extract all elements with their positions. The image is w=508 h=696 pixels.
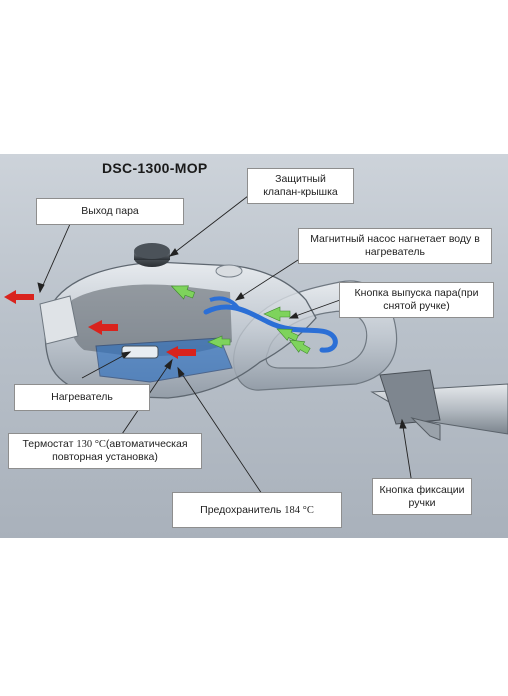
steam-nozzle xyxy=(39,295,79,345)
label-magnetic-pump: Магнитный насос нагнетает воду в нагрева… xyxy=(298,228,492,264)
water-arrow-4 xyxy=(288,339,311,355)
water-arrow-3 xyxy=(276,328,299,342)
label-heater: Нагреватель xyxy=(14,384,150,411)
heater-element xyxy=(121,345,159,359)
steam-mop-illustration xyxy=(4,195,508,495)
diagram-panel xyxy=(0,154,508,538)
label-safety-valve-cap: Защитный клапан-крышка xyxy=(247,168,354,204)
label-steam-outlet: Выход пара xyxy=(36,198,184,225)
model-title: DSC-1300-MOP xyxy=(102,160,208,176)
water-arrow-5 xyxy=(207,335,231,349)
pole-collar xyxy=(379,369,441,425)
label-fuse: Предохранитель 184 °С xyxy=(172,492,342,528)
label-steam-release-button: Кнопка выпуска пара(при снятой ручке) xyxy=(339,282,494,318)
steam-out-arrow xyxy=(4,290,34,304)
pump-cap xyxy=(215,264,243,278)
hot-flow-arrow-1 xyxy=(88,320,118,335)
hot-flow-arrow-2 xyxy=(166,346,196,359)
label-handle-lock-button: Кнопка фиксации ручки xyxy=(372,478,472,515)
water-arrow-2 xyxy=(263,306,291,322)
leader-lines xyxy=(37,195,413,495)
water-arrow-1 xyxy=(170,285,196,300)
handle-lock-button-shape xyxy=(410,417,441,441)
label-thermostat: Термостат 130 °С(автоматическая повторна… xyxy=(8,433,202,469)
internal-chamber xyxy=(69,284,232,357)
